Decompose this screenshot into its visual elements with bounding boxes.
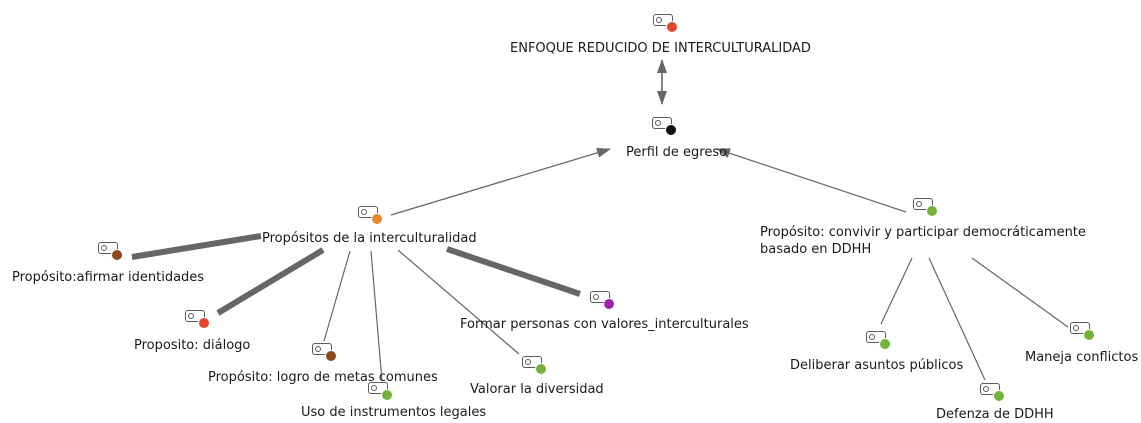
code-icon[interactable] — [980, 383, 1005, 402]
orange-dot-icon — [371, 213, 383, 225]
code-icon[interactable] — [590, 291, 615, 310]
tag-icon — [652, 117, 672, 129]
green-dot-icon — [879, 338, 891, 350]
node-diversidad-label[interactable]: Valorar la diversidad — [470, 382, 604, 397]
tag-icon — [980, 383, 1000, 395]
tag-icon — [368, 382, 388, 394]
edge-dialogo-propositos — [216, 247, 325, 316]
brown-dot-icon — [111, 249, 123, 261]
green-dot-icon — [1083, 329, 1095, 341]
red-dot-icon — [666, 21, 678, 33]
code-icon[interactable] — [185, 310, 210, 329]
tag-hole-icon — [1073, 325, 1079, 331]
edge-ddhh-convivir — [928, 257, 986, 381]
node-afirmar-label[interactable]: Propósito:afirmar identidades — [12, 270, 205, 285]
tag-hole-icon — [916, 201, 922, 207]
tag-hole-icon — [983, 386, 989, 392]
edge-instrumentos-propositos — [370, 250, 383, 382]
tag-hole-icon — [655, 120, 661, 126]
tag-icon — [312, 343, 332, 355]
tag-hole-icon — [656, 17, 662, 23]
tag-icon — [913, 198, 933, 210]
node-formar-label[interactable]: Formar personas con valores_intercultura… — [460, 317, 749, 332]
edge-conflictos-convivir — [971, 257, 1069, 328]
code-icon[interactable] — [358, 206, 383, 225]
tag-icon — [98, 242, 118, 254]
tag-icon — [590, 291, 610, 303]
black-dot-icon — [665, 124, 677, 136]
tag-icon — [653, 14, 673, 26]
node-metas-label[interactable]: Propósito: logro de metas comunes — [208, 370, 438, 385]
code-icon[interactable] — [98, 242, 123, 261]
code-icon[interactable] — [866, 331, 891, 350]
node-deliberar-label[interactable]: Deliberar asuntos públicos — [790, 358, 964, 373]
node-enfoque-label[interactable]: ENFOQUE REDUCIDO DE INTERCULTURALIDAD — [510, 41, 811, 56]
code-icon[interactable] — [1070, 322, 1095, 341]
code-icon[interactable] — [913, 198, 938, 217]
tag-hole-icon — [869, 334, 875, 340]
green-dot-icon — [381, 389, 393, 401]
edge-deliberar-convivir — [880, 257, 913, 325]
edge-afirmar-propositos — [131, 233, 262, 260]
code-icon[interactable] — [312, 343, 337, 362]
tag-hole-icon — [101, 245, 107, 251]
brown-dot-icon — [325, 350, 337, 362]
purple-dot-icon — [603, 298, 615, 310]
node-dialogo-label[interactable]: Proposito: diálogo — [134, 338, 251, 353]
green-dot-icon — [993, 390, 1005, 402]
edge-formar-propositos — [446, 246, 581, 297]
edge-convivir-perfil — [716, 148, 907, 213]
node-convivir-label[interactable]: Propósito: convivir y participar democrá… — [760, 225, 1086, 257]
red-dot-icon — [198, 317, 210, 329]
node-propositos-label[interactable]: Propósitos de la interculturalidad — [262, 231, 477, 246]
tag-hole-icon — [315, 346, 321, 352]
tag-hole-icon — [525, 359, 531, 365]
code-icon[interactable] — [368, 382, 393, 401]
green-dot-icon — [535, 363, 547, 375]
node-ddhh-label[interactable]: Defenza de DDHH — [936, 407, 1054, 422]
node-conflictos-label[interactable]: Maneja conflictos — [1025, 350, 1139, 365]
node-instrumentos-label[interactable]: Uso de instrumentos legales — [301, 405, 487, 420]
code-icon[interactable] — [522, 356, 547, 375]
green-dot-icon — [926, 205, 938, 217]
tag-hole-icon — [188, 313, 194, 319]
edge-diversidad-propositos — [397, 249, 520, 355]
tag-icon — [522, 356, 542, 368]
tag-icon — [1070, 322, 1090, 334]
code-icon[interactable] — [653, 14, 678, 33]
node-perfil-label[interactable]: Perfil de egreso — [626, 145, 728, 160]
tag-hole-icon — [593, 294, 599, 300]
tag-hole-icon — [371, 385, 377, 391]
tag-icon — [358, 206, 378, 218]
code-icon[interactable] — [652, 117, 677, 136]
edge-metas-propositos — [323, 250, 351, 342]
tag-icon — [866, 331, 886, 343]
tag-hole-icon — [361, 209, 367, 215]
tag-icon — [185, 310, 205, 322]
edge-propositos-perfil — [390, 147, 611, 216]
